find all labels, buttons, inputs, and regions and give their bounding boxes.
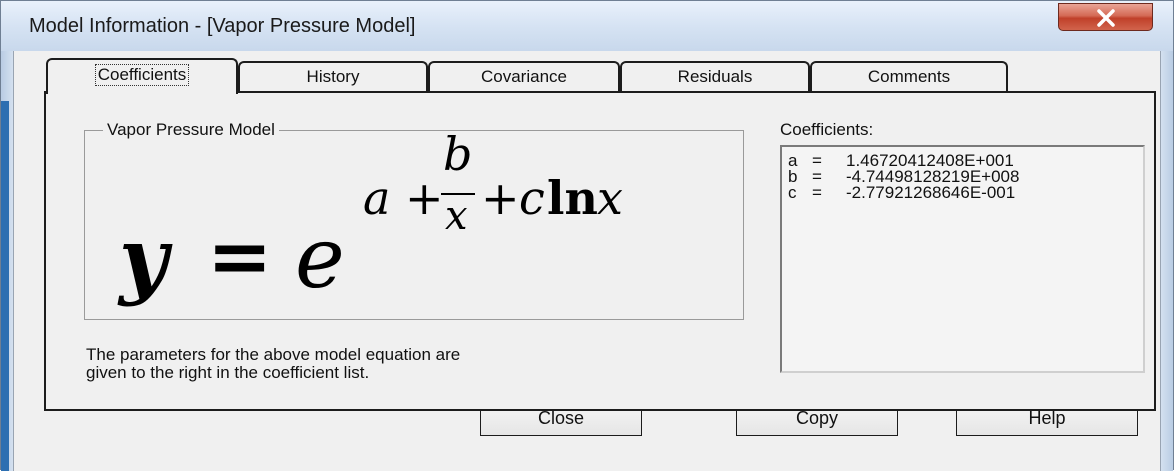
model-description-line-1: The parameters for the above model equat… <box>86 345 461 364</box>
window-title: Model Information - [Vapor Pressure Mode… <box>29 15 416 37</box>
tab-residuals[interactable]: Residuals <box>620 61 810 91</box>
tab-comments[interactable]: Comments <box>810 61 1008 91</box>
equation-exp-plus-1: + <box>405 171 444 225</box>
equation-lhs: y <box>119 209 168 308</box>
tab-residuals-label: Residuals <box>677 67 753 86</box>
tab-covariance-label: Covariance <box>481 67 567 86</box>
window-frame-right <box>1161 51 1173 471</box>
model-description: The parameters for the above model equat… <box>86 346 746 382</box>
coefficient-value: -2.77921268646E-001 <box>846 183 1016 202</box>
tab-covariance[interactable]: Covariance <box>428 61 620 91</box>
equation-exp-x: x <box>597 171 623 225</box>
coefficients-tab-panel: Vapor Pressure Model y = e a + b x + c l… <box>44 91 1156 411</box>
equation-base: e <box>295 209 345 307</box>
coefficient-value: -4.74498128219E+008 <box>846 167 1020 186</box>
coefficients-label: Coefficients: <box>780 120 874 139</box>
tab-coefficients[interactable]: Coefficients <box>46 58 238 94</box>
title-bar[interactable]: Model Information - [Vapor Pressure Mode… <box>1 1 1173 51</box>
close-icon <box>1097 9 1115 27</box>
dialog-client-area: Coefficients History Covariance Residual… <box>13 51 1161 471</box>
coefficient-equals: = <box>812 151 822 170</box>
equation-fraction-bar <box>441 193 475 195</box>
equation-frac-numerator: b <box>443 127 473 181</box>
equation-exp-c: c <box>519 171 545 225</box>
model-groupbox: Vapor Pressure Model y = e a + b x + c l… <box>84 120 744 320</box>
tab-history-label: History <box>306 67 360 86</box>
model-description-line-2: given to the right in the coefficient li… <box>86 363 370 382</box>
model-equation: y = e a + b x + c ln x <box>105 127 735 311</box>
coefficients-list[interactable]: a = 1.46720412408E+001 b = -4.74498128219E+0… <box>780 145 1145 373</box>
tab-comments-label: Comments <box>867 67 951 86</box>
equation-exp-ln: ln <box>547 171 598 225</box>
coefficient-row-b[interactable]: b = -4.74498128219E+008 <box>788 167 1020 186</box>
coefficient-name: a <box>788 151 798 170</box>
tab-coefficients-label: Coefficients <box>94 64 190 86</box>
window-close-button[interactable] <box>1058 3 1153 31</box>
equation-frac-denominator: x <box>445 193 468 239</box>
coefficient-name: c <box>788 183 797 202</box>
window-frame-left-accent <box>1 101 9 471</box>
equation-equals: = <box>207 211 273 302</box>
equation-exp-a: a <box>363 171 391 225</box>
coefficient-equals: = <box>812 183 822 202</box>
coefficient-row-c[interactable]: c = -2.77921268646E-001 <box>788 183 1016 202</box>
coefficient-row-a[interactable]: a = 1.46720412408E+001 <box>788 151 1014 170</box>
coefficient-name: b <box>788 167 798 186</box>
equation-exp-plus-2: + <box>481 171 520 225</box>
coefficient-equals: = <box>812 167 822 186</box>
tab-history[interactable]: History <box>238 61 428 91</box>
model-group-label: Vapor Pressure Model <box>103 120 279 140</box>
coefficient-value: 1.46720412408E+001 <box>846 151 1014 170</box>
